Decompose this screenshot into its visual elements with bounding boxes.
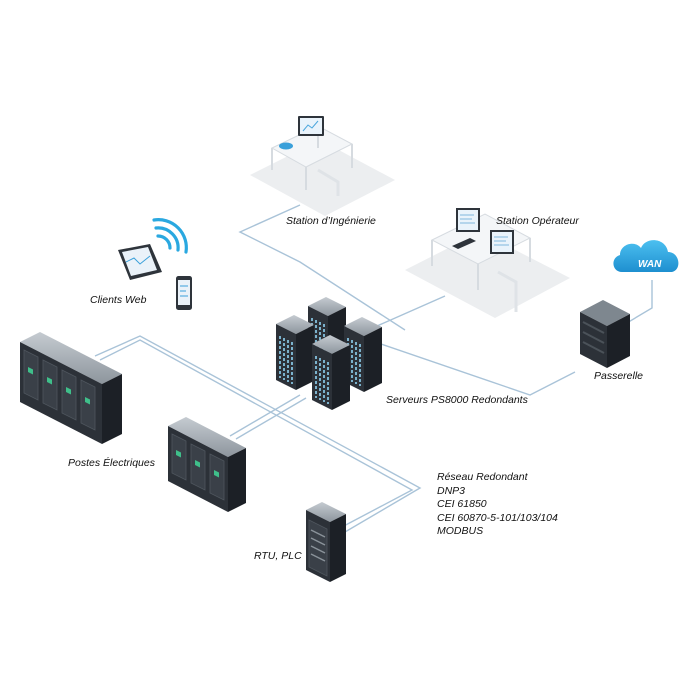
wifi-icon (152, 218, 188, 254)
web-clients[interactable] (118, 218, 192, 310)
server-tower (276, 315, 314, 390)
wan-cloud[interactable] (613, 240, 679, 272)
substation-cabinets-medium[interactable] (168, 417, 246, 512)
engineering-station[interactable] (250, 116, 395, 216)
label-rtu-plc: RTU, PLC (254, 550, 302, 562)
link-postes-main-a (94, 335, 422, 533)
protocol-line-0: Réseau Redondant (437, 471, 528, 483)
server-cluster[interactable] (276, 297, 382, 410)
desk-shadow (405, 232, 570, 318)
substation-cabinets-large[interactable] (20, 332, 122, 444)
protocol-line-3: CEI 60870-5-101/103/104 (437, 511, 558, 524)
link-operateur (367, 295, 446, 331)
label-passerelle: Passerelle (594, 370, 644, 382)
network-protocols: Réseau Redondant DNP3 CEI 61850 CEI 6087… (437, 471, 558, 539)
label-wan: WAN (638, 259, 662, 270)
rtu-plc-cabinet[interactable] (306, 502, 346, 582)
passerelle-server[interactable] (580, 300, 630, 368)
operator-station[interactable] (405, 208, 570, 318)
label-station-ingenierie: Station d’Ingénierie (286, 215, 376, 227)
link-ingenierie (238, 204, 406, 331)
protocol-line-2: CEI 61850 (437, 498, 487, 510)
network-links (94, 204, 653, 533)
protocol-line-4: MODBUS (437, 525, 484, 537)
label-postes-electriques: Postes Électriques (68, 457, 155, 469)
link-passerelle (339, 329, 576, 396)
label-serveurs: Serveurs PS8000 Redondants (386, 394, 528, 406)
label-station-operateur: Station Opérateur (496, 215, 579, 227)
link-servers-down-b (235, 397, 307, 440)
desk-shadow (250, 140, 395, 216)
protocol-line-1: DNP3 (437, 484, 466, 497)
label-clients-web: Clients Web (90, 294, 147, 306)
link-servers-down-a (229, 394, 301, 437)
server-tower (312, 335, 350, 410)
mouse-pad (279, 142, 293, 150)
desk-frame (317, 168, 340, 196)
